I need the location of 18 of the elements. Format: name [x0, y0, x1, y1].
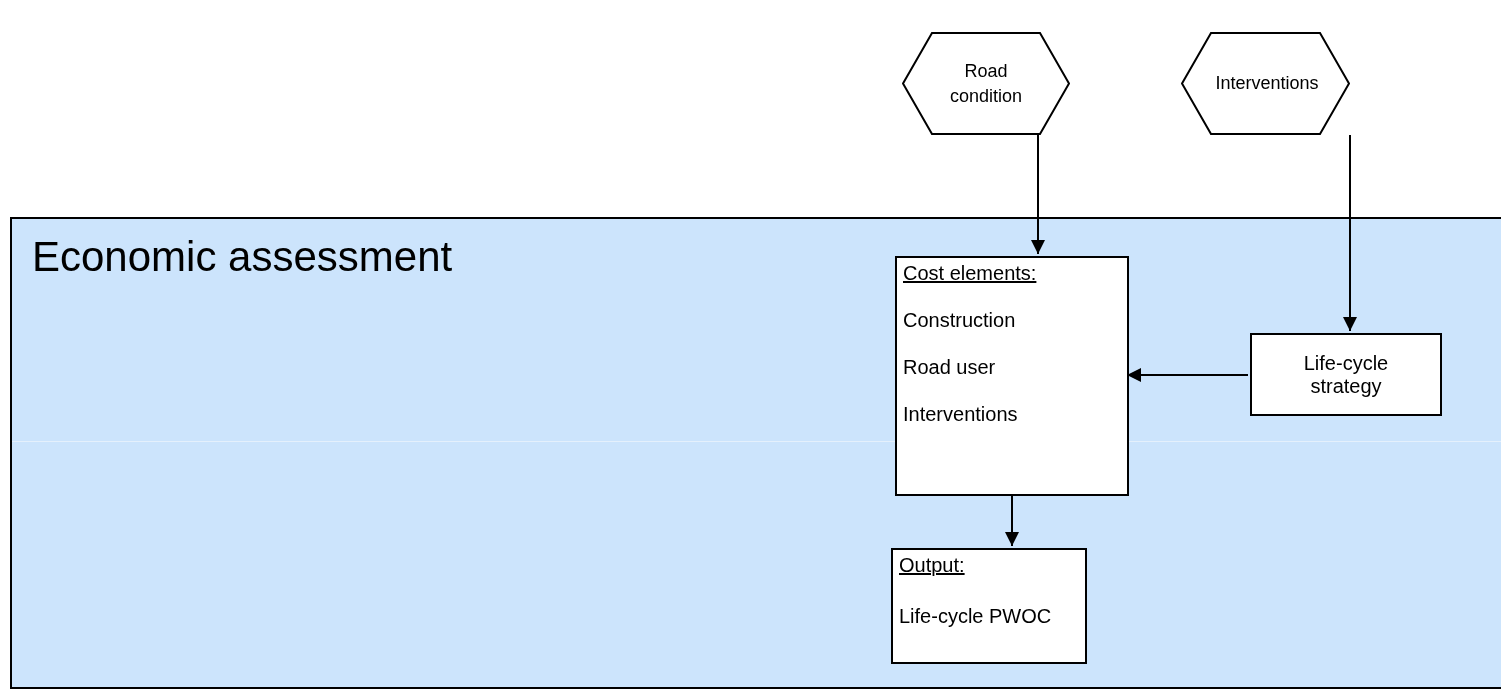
node-label: Road condition: [948, 60, 1024, 108]
box-text: Life-cycle strategy: [1302, 351, 1390, 398]
arrow: [1005, 493, 1019, 547]
process-box: [891, 548, 1087, 664]
panel-title: Economic assessment: [32, 233, 453, 281]
process-box: [895, 256, 1129, 496]
box-text: Construction: [903, 309, 1016, 332]
box-text: Road user: [903, 356, 996, 379]
arrow: [1031, 134, 1045, 255]
process-box: [1250, 333, 1442, 416]
arrow: [1126, 368, 1249, 382]
box-heading: Output:: [899, 554, 965, 577]
box-text: Life-cycle PWOC: [899, 605, 1052, 628]
box-heading: Cost elements:: [903, 262, 1037, 285]
arrow: [1343, 134, 1357, 332]
node-label: Interventions: [1215, 72, 1316, 96]
box-text: Interventions: [903, 403, 1018, 426]
assessment-panel: [10, 217, 1501, 689]
